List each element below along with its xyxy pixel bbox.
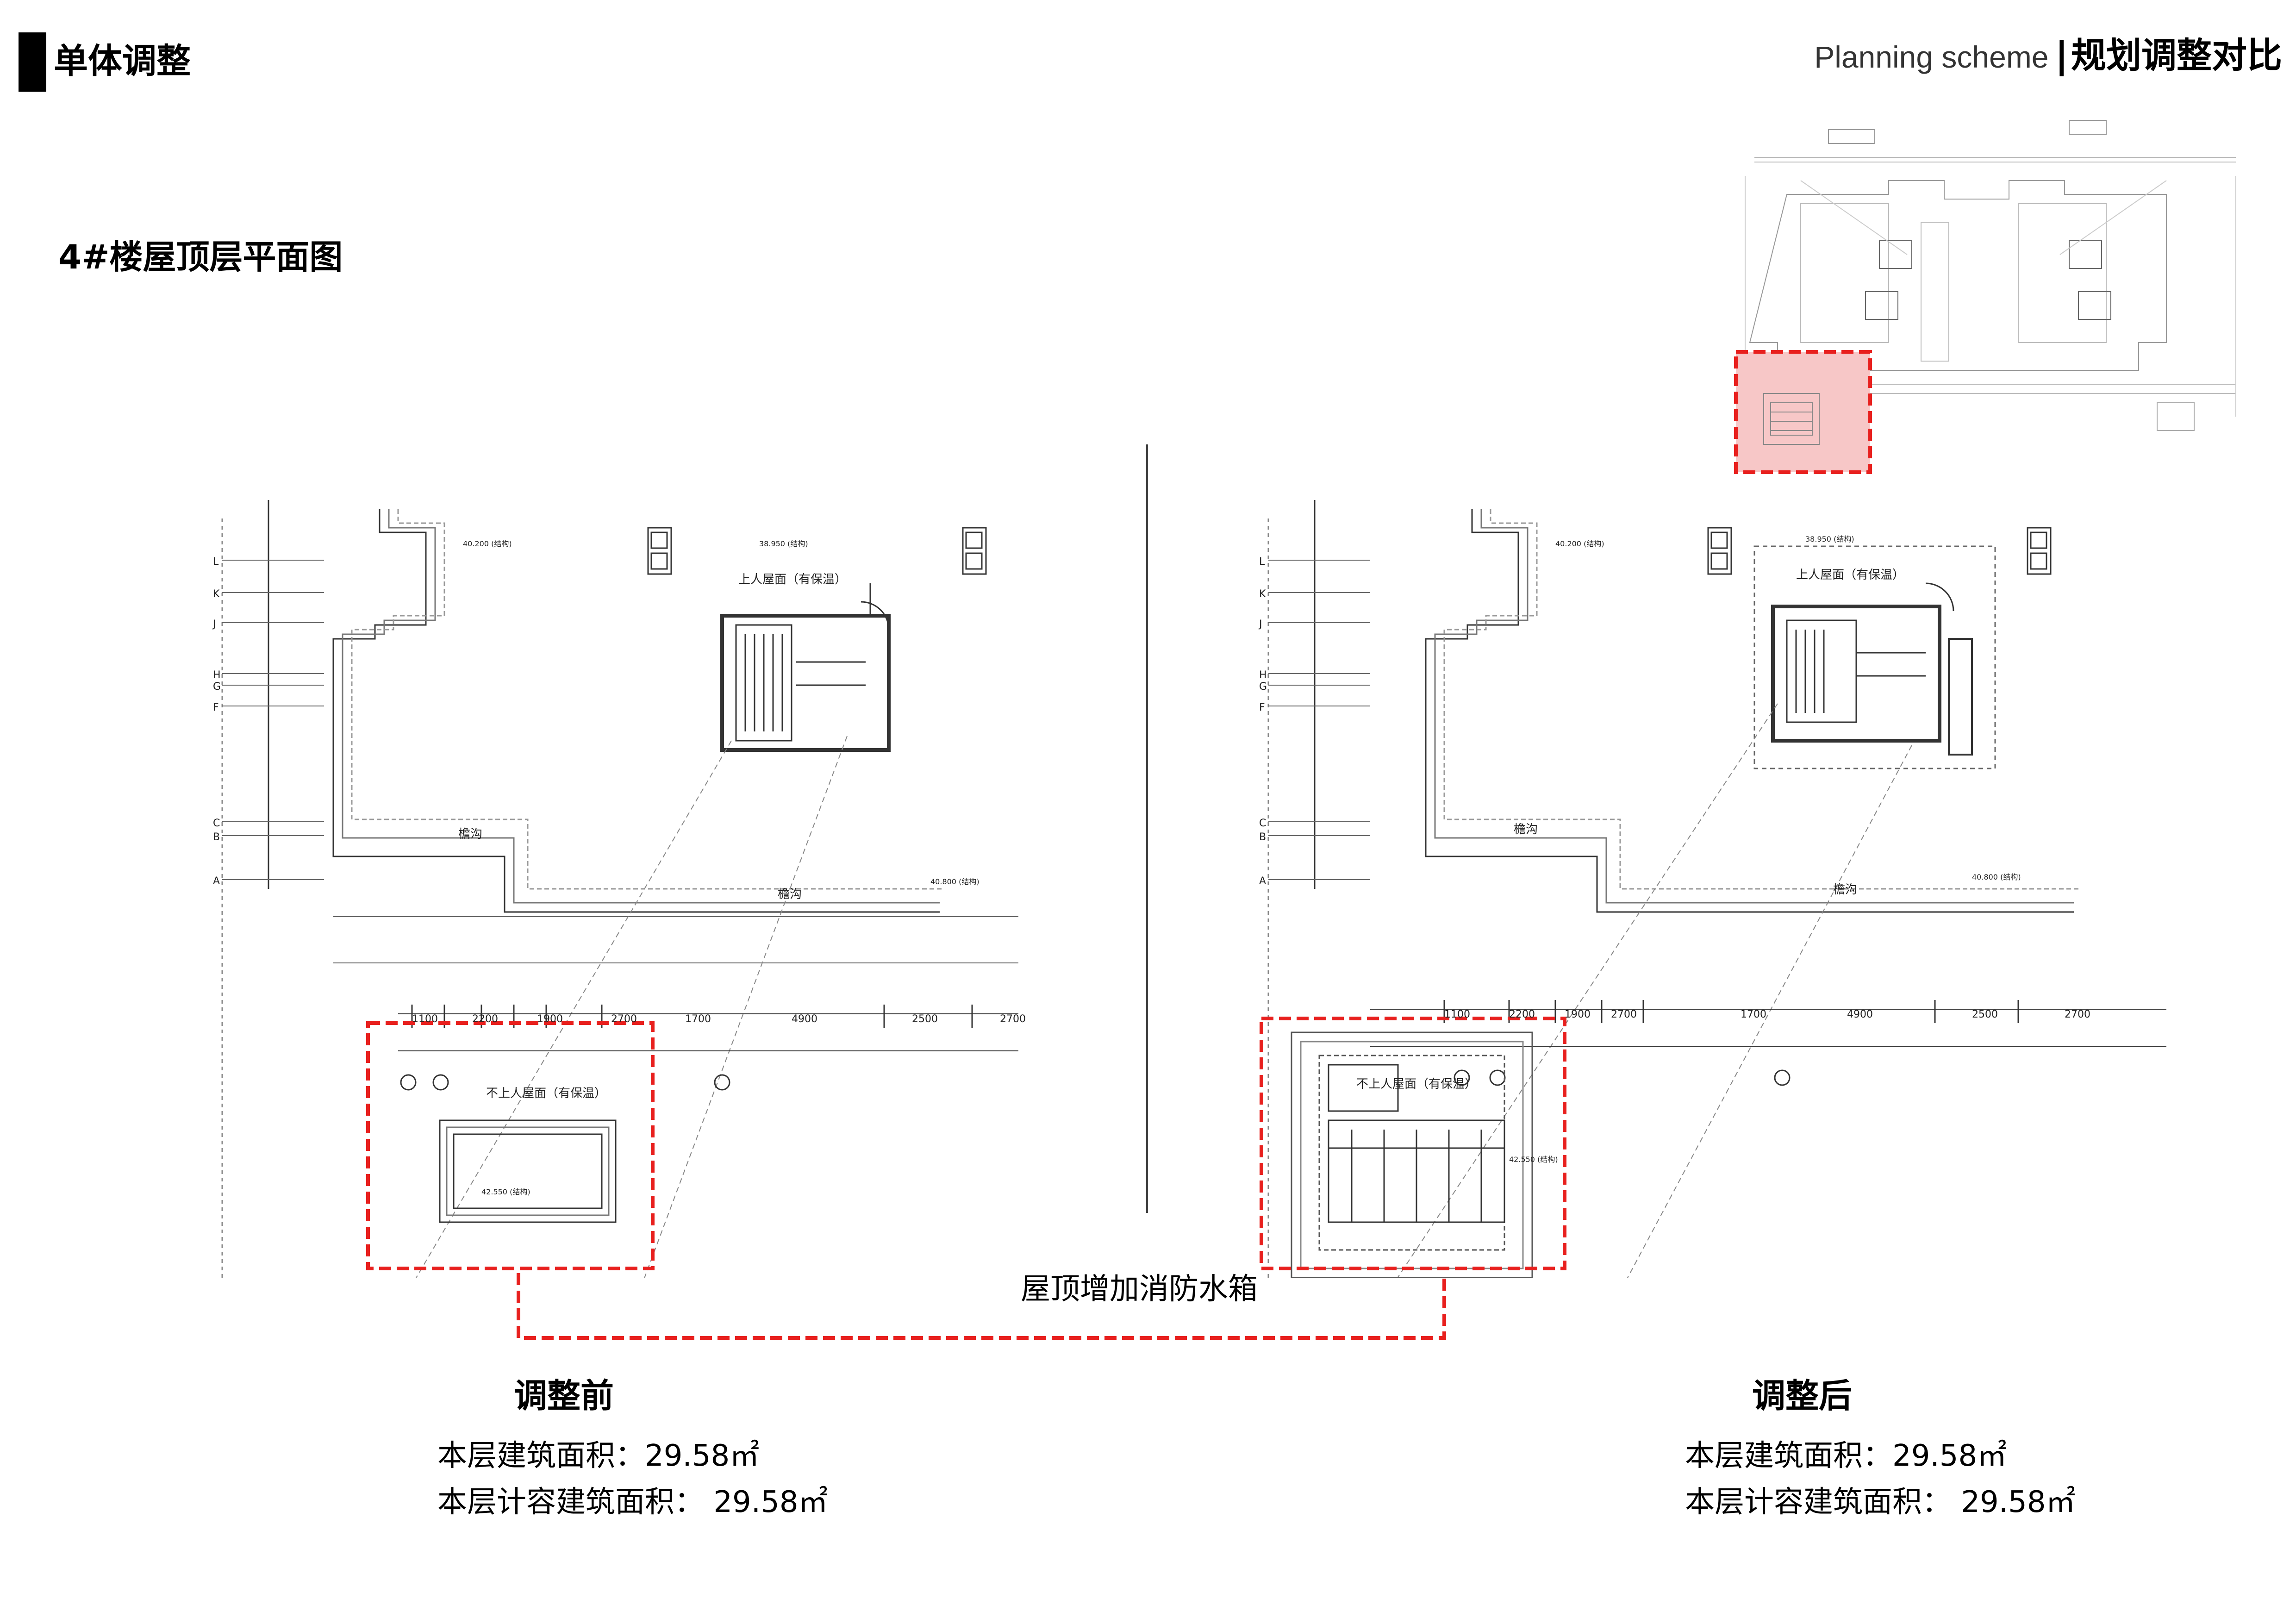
roof-lower-label: 不上人屋面（有保温） [486, 1087, 606, 1100]
dimension-label: 1700 [685, 1013, 711, 1025]
callout-connector [517, 1273, 1446, 1340]
before-highlight-box [366, 1021, 655, 1270]
axis-label: K [213, 588, 220, 600]
axis-label: B [1259, 831, 1266, 843]
gutter-label: 檐沟 [778, 887, 802, 901]
dimension-label: 2200 [1509, 1009, 1535, 1020]
dimension-label: 2500 [1972, 1009, 1998, 1020]
dimension-label: 1100 [1444, 1009, 1470, 1020]
axis-label: C [1259, 818, 1266, 829]
plan-before: L K J H G F C B A 上人屋面（有保温） 檐沟 檐沟 不上人屋面（… [212, 500, 1026, 1278]
dimension-label: 2700 [1611, 1009, 1637, 1020]
key-plan-thumbnail [1734, 120, 2236, 474]
dimension-label: 2700 [611, 1013, 637, 1025]
dimension-label: 2200 [472, 1013, 498, 1025]
dimension-label: 1900 [537, 1013, 563, 1025]
axis-label: B [213, 831, 220, 843]
subtitle-chinese: 规划调整对比 [2071, 35, 2282, 76]
gutter-label: 檐沟 [458, 827, 482, 841]
dimension-label: 4900 [1847, 1009, 1873, 1020]
center-divider [1146, 444, 1148, 1213]
dimension-label: 2500 [912, 1013, 938, 1025]
dimension-label: 1100 [412, 1013, 438, 1025]
after-highlight-box [1260, 1017, 1566, 1270]
axis-label: C [213, 818, 220, 829]
elevation-label: 40.200 (结构) [1555, 539, 1604, 548]
elevation-label: 38.950 (结构) [759, 539, 808, 548]
section-title: 单体调整 [54, 41, 191, 81]
plan-after: L K J H G F C B A 上人屋面（有保温） 檐沟 檐沟 不上人屋面（… [1258, 500, 2166, 1278]
after-area-line1: 本层建筑面积：29.58㎡ [1685, 1439, 2007, 1473]
axis-label: G [1259, 681, 1267, 693]
axis-label: H [213, 669, 221, 681]
axis-label: A [213, 875, 220, 887]
before-area-line1: 本层建筑面积：29.58㎡ [437, 1439, 760, 1473]
header-subtitle: Planning scheme|规划调整对比 [1814, 28, 2282, 93]
dimension-label: 1900 [1565, 1009, 1591, 1020]
elevation-label: 38.950 (结构) [1805, 535, 1854, 543]
axis-label: F [1259, 702, 1265, 713]
dimension-label: 2700 [1000, 1013, 1026, 1025]
roof-upper-label: 上人屋面（有保温） [738, 573, 847, 587]
axis-label: J [1258, 618, 1262, 630]
before-label: 调整前 [514, 1376, 614, 1415]
elevation-label: 40.200 (结构) [463, 539, 512, 548]
axis-label: A [1259, 875, 1266, 887]
subtitle-separator: | [2055, 35, 2069, 76]
roof-upper-label: 上人屋面（有保温） [1796, 568, 1904, 582]
after-area-line2: 本层计容建筑面积： 29.58㎡ [1685, 1485, 2076, 1519]
gutter-label: 檐沟 [1833, 883, 1857, 897]
before-area-line2: 本层计容建筑面积： 29.58㎡ [437, 1485, 828, 1519]
roof-lower-label: 不上人屋面（有保温） [1356, 1077, 1477, 1091]
callout-caption: 屋顶增加消防水箱 [1021, 1272, 1258, 1306]
axis-label: L [213, 556, 219, 568]
axis-label: L [1259, 556, 1265, 568]
header-accent-bar [19, 32, 46, 92]
dimension-label: 1700 [1741, 1009, 1766, 1020]
axis-label: J [212, 618, 216, 630]
axis-label: G [213, 681, 221, 693]
plan-title: 4#楼屋顶层平面图 [58, 237, 343, 276]
axis-label: K [1259, 588, 1266, 600]
gutter-label: 檐沟 [1514, 823, 1538, 837]
elevation-label: 40.800 (结构) [1972, 873, 2021, 881]
elevation-label: 42.550 (结构) [481, 1187, 530, 1196]
dimension-label: 2700 [2065, 1009, 2090, 1020]
elevation-label: 40.800 (结构) [930, 877, 980, 886]
axis-label: H [1259, 669, 1267, 681]
after-label: 调整后 [1752, 1376, 1853, 1415]
dimension-label: 4900 [792, 1013, 817, 1025]
elevation-label: 42.550 (结构) [1509, 1155, 1558, 1164]
axis-label: F [213, 702, 219, 713]
subtitle-english: Planning scheme [1814, 40, 2049, 74]
